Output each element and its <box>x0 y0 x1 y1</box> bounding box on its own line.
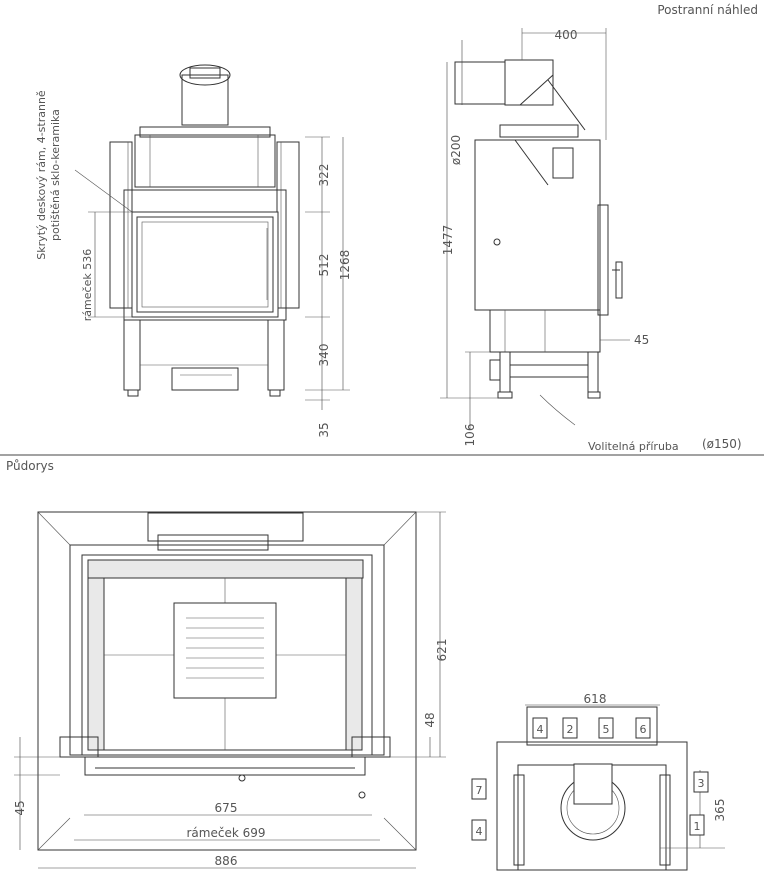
callout-6: 6 <box>635 717 651 739</box>
dim-48: 48 <box>423 712 437 727</box>
rear-view <box>496 704 725 871</box>
hidden-frame-label-2: potištěná sklo-keramika <box>49 109 62 241</box>
dim-35: 35 <box>317 422 331 437</box>
callout-3: 3 <box>693 771 709 793</box>
callout-1: 1 <box>689 814 705 836</box>
dim-365: 365 <box>713 799 727 822</box>
dim-106: 106 <box>463 424 477 447</box>
dim-322: 322 <box>317 164 331 187</box>
callout-2: 2 <box>562 717 578 739</box>
frame-536-label: rámeček 536 <box>81 249 94 321</box>
dim-200: ø200 <box>449 135 463 165</box>
plan-view <box>14 511 446 869</box>
svg-text:2: 2 <box>567 723 574 736</box>
dim-1477: 1477 <box>441 225 455 256</box>
dim-45-side: 45 <box>634 333 649 347</box>
front-view <box>74 64 350 410</box>
svg-text:4: 4 <box>476 825 483 838</box>
svg-text:6: 6 <box>640 723 647 736</box>
dim-618: 618 <box>584 692 607 706</box>
dim-675: 675 <box>215 801 238 815</box>
svg-text:5: 5 <box>603 723 610 736</box>
svg-text:4: 4 <box>537 723 544 736</box>
dim-512: 512 <box>317 254 331 277</box>
optional-flange-label: Volitelná příruba <box>588 440 679 453</box>
dim-886: 886 <box>215 854 238 868</box>
svg-text:1: 1 <box>694 820 701 833</box>
callout-7: 7 <box>471 778 487 800</box>
callout-4-lower: 4 <box>471 819 487 841</box>
dim-340: 340 <box>317 344 331 367</box>
hidden-frame-label-1: Skrytý deskový rám, 4-stranně <box>35 90 48 260</box>
dim-400: 400 <box>555 28 578 42</box>
plan-title: Půdorys <box>6 459 54 473</box>
callout-5: 5 <box>598 717 614 739</box>
svg-text:7: 7 <box>476 784 483 797</box>
side-view <box>440 28 630 430</box>
dim-699: rámeček 699 <box>186 826 265 840</box>
dim-1268: 1268 <box>338 250 352 281</box>
dim-621: 621 <box>435 639 449 662</box>
callout-4: 4 <box>532 717 548 739</box>
side-view-title: Postranní náhled <box>657 3 758 17</box>
dim-45-plan: 45 <box>13 800 27 815</box>
svg-text:3: 3 <box>698 777 705 790</box>
optional-flange-dim: (ø150) <box>702 437 742 451</box>
